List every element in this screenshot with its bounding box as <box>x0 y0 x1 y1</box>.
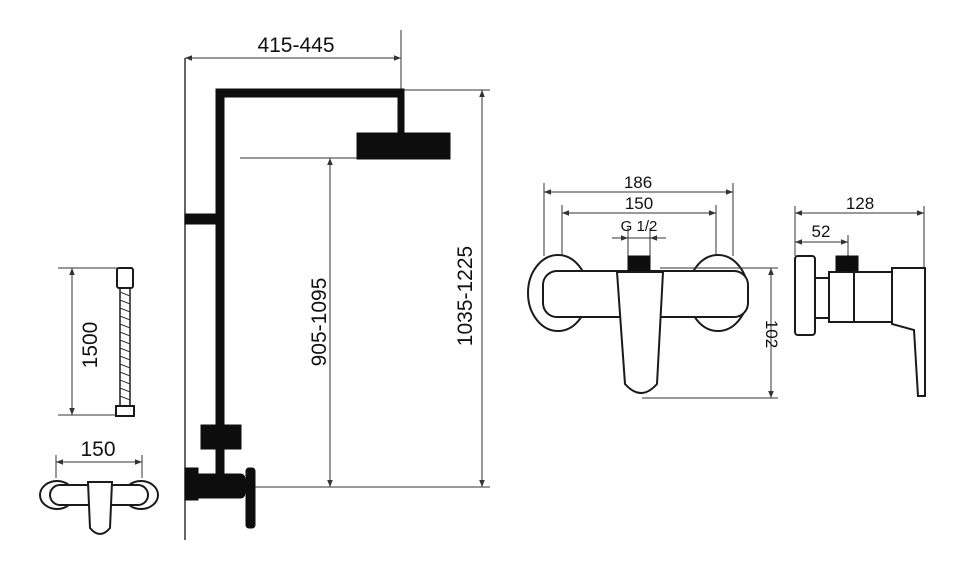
total-height-label: 1035-1225 <box>454 246 477 346</box>
mixer-body-side <box>197 473 246 499</box>
mixer-front-view: 186 150 G 1/2 102 <box>527 173 781 399</box>
small-mixer-width-label: 150 <box>80 438 115 461</box>
riser-lower-pipe <box>215 448 225 475</box>
side-mixer-lever <box>891 267 926 397</box>
hose-top-nut <box>116 267 134 289</box>
side-mixer-body <box>853 271 893 323</box>
mixer-side-view: 128 52 <box>794 194 926 397</box>
small-mixer-lever <box>86 481 114 535</box>
side-thread-connector <box>835 255 859 272</box>
mixer-lever-side <box>245 467 256 529</box>
side-wall-escutcheon <box>794 255 816 336</box>
side-offset-label: 52 <box>812 222 831 241</box>
arm-reach-label: 415-445 <box>257 34 334 57</box>
small-mixer-view: 150 <box>39 438 159 535</box>
front-thread-connector <box>627 255 651 272</box>
shower-head <box>356 132 451 160</box>
side-connector <box>814 277 830 319</box>
side-depth-label: 128 <box>846 194 874 213</box>
overall-width-label: 186 <box>624 173 652 192</box>
shower-column-view: 415-445 905-1095 1035-1225 <box>184 30 490 540</box>
wall-bracket <box>184 213 220 225</box>
shower-arm <box>215 88 404 98</box>
hose-bottom-nut <box>115 405 135 417</box>
head-height-label: 905-1095 <box>308 278 331 367</box>
center-distance-label: 150 <box>625 194 653 213</box>
hose-length-label: 1500 <box>79 322 102 369</box>
thread-label: G 1/2 <box>621 218 658 235</box>
hose-spiral-pattern <box>119 291 131 401</box>
riser-pipe <box>215 88 225 430</box>
diverter-block <box>200 424 242 450</box>
shower-arm-drop <box>397 88 405 135</box>
front-height-label: 102 <box>762 320 781 348</box>
front-mixer-lever <box>615 271 665 394</box>
hose-view: 1500 <box>58 267 135 417</box>
mixer-wall-escutcheon <box>184 467 199 501</box>
